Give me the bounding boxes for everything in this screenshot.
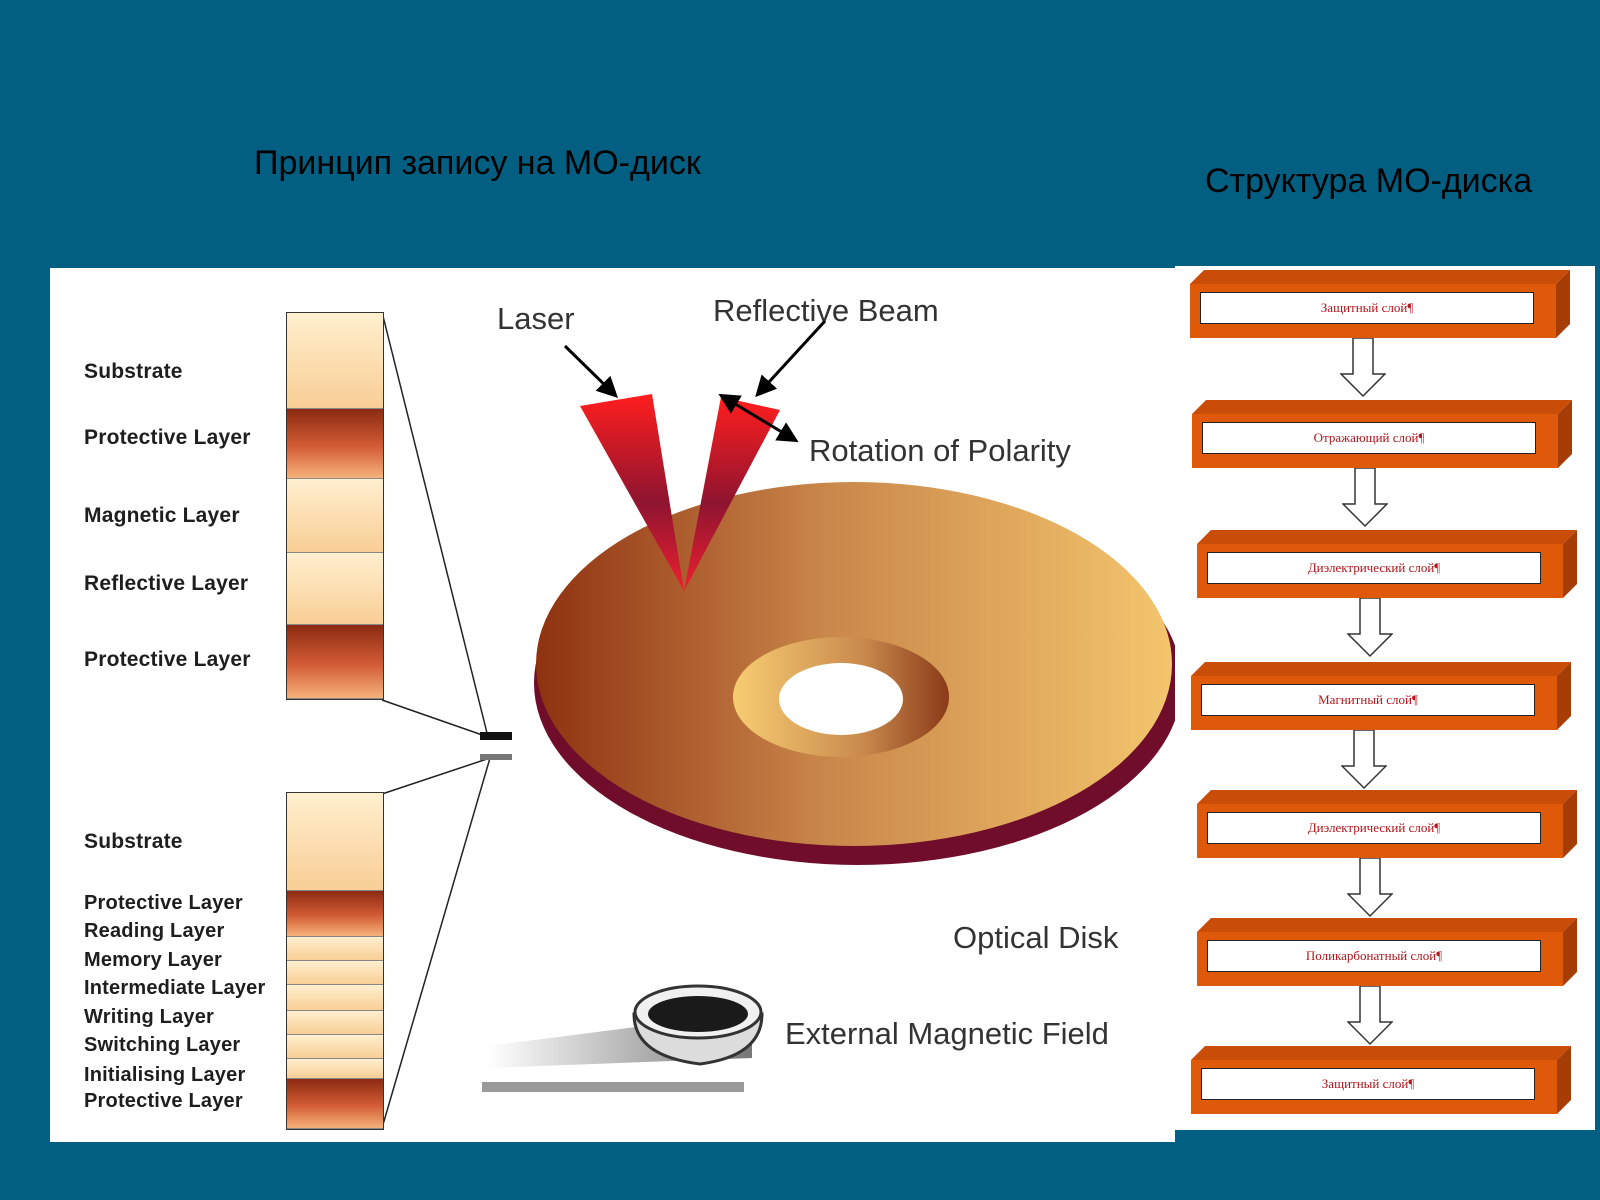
lower-layer-stack <box>286 792 384 1130</box>
laser-beam <box>580 394 684 591</box>
box-top-face <box>1197 790 1577 804</box>
leader-line <box>381 757 491 1129</box>
structure-layer-label: Отражающий слой¶ <box>1202 422 1536 454</box>
layer-label: Intermediate Layer <box>84 977 266 999</box>
structure-layer-box: Магнитный слой¶ <box>1191 662 1571 730</box>
disk-hole <box>779 663 903 735</box>
disk-structure-diagram: Защитный слой¶ Отражающий слой¶ Диэлектрич… <box>1175 266 1595 1130</box>
box-top-face <box>1191 1046 1571 1060</box>
box-side-face <box>1556 270 1570 338</box>
box-top-face <box>1197 530 1577 544</box>
box-top-face <box>1191 662 1571 676</box>
box-top-face <box>1197 918 1577 932</box>
recording-principle-diagram: Substrate Protective Layer Magnetic Laye… <box>50 268 1175 1142</box>
structure-layer-label: Защитный слой¶ <box>1201 1068 1535 1100</box>
box-side-face <box>1563 918 1577 986</box>
layer-label: Substrate <box>84 830 183 853</box>
box-top-face <box>1190 270 1570 284</box>
layer-label: Protective Layer <box>84 648 251 671</box>
layer-label: Initialising Layer <box>84 1064 246 1086</box>
structure-layer-box: Диэлектрический слой¶ <box>1197 790 1577 858</box>
layer-label: Reflective Layer <box>84 572 249 595</box>
layer-label: Writing Layer <box>84 1006 215 1028</box>
flow-arrow <box>1347 986 1393 1046</box>
rotation-of-polarity-arrow <box>718 393 799 443</box>
leader-line <box>381 311 489 738</box>
band-protective <box>287 891 383 937</box>
laser-label: Laser <box>497 301 575 336</box>
band-protective <box>287 409 383 479</box>
box-side-face <box>1563 790 1577 858</box>
reflective-beam-arrow <box>755 319 827 398</box>
external-magnetic-field-label: External Magnetic Field <box>785 1016 1109 1051</box>
disk-cross-section-marker <box>480 754 512 760</box>
disk-cross-section-marker <box>480 732 512 740</box>
magnetic-slab-base <box>482 1082 744 1092</box>
band-reflective <box>287 553 383 625</box>
flow-arrow <box>1347 598 1393 658</box>
band-reading <box>287 937 383 961</box>
band-intermediate <box>287 985 383 1011</box>
leader-line <box>381 699 489 738</box>
layer-label: Protective Layer <box>84 892 243 914</box>
structure-layer-label: Диэлектрический слой¶ <box>1207 812 1541 844</box>
magnet-dish-center <box>648 996 748 1032</box>
layer-label: Memory Layer <box>84 949 223 971</box>
box-side-face <box>1558 400 1572 468</box>
structure-layer-label: Диэлектрический слой¶ <box>1207 552 1541 584</box>
reflective-beam <box>684 397 780 591</box>
box-side-face <box>1563 530 1577 598</box>
slide-title-left: Принцип запису на МО-диск <box>254 144 701 182</box>
layer-label: Substrate <box>84 360 183 383</box>
structure-layer-box: Отражающий слой¶ <box>1192 400 1572 468</box>
band-memory <box>287 961 383 985</box>
layer-label: Magnetic Layer <box>84 504 240 527</box>
band-substrate <box>287 313 383 409</box>
flow-arrow <box>1341 730 1387 790</box>
upper-layer-stack <box>286 312 384 700</box>
slide-title-right: Структура МО-диска <box>1205 162 1533 200</box>
box-top-face <box>1192 400 1572 414</box>
structure-layer-box: Защитный слой¶ <box>1191 1046 1571 1114</box>
disk-illustration <box>381 311 1175 1129</box>
band-protective <box>287 625 383 699</box>
structure-layer-label: Защитный слой¶ <box>1200 292 1534 324</box>
flow-arrow <box>1340 338 1386 398</box>
band-writing <box>287 1011 383 1035</box>
layer-label: Switching Layer <box>84 1034 241 1056</box>
structure-layer-box: Диэлектрический слой¶ <box>1197 530 1577 598</box>
optical-disk-label: Optical Disk <box>953 920 1119 955</box>
band-substrate <box>287 793 383 891</box>
structure-layer-label: Магнитный слой¶ <box>1201 684 1535 716</box>
structure-layer-label: Поликарбонатный слой¶ <box>1207 940 1541 972</box>
band-switching <box>287 1035 383 1059</box>
layer-label: Reading Layer <box>84 920 225 942</box>
flow-arrow <box>1347 858 1393 918</box>
layer-label: Protective Layer <box>84 426 251 449</box>
rotation-of-polarity-label: Rotation of Polarity <box>809 433 1071 468</box>
box-side-face <box>1557 662 1571 730</box>
leader-line <box>381 757 491 795</box>
laser-arrow <box>563 344 618 398</box>
flow-arrow <box>1342 468 1388 528</box>
box-side-face <box>1557 1046 1571 1114</box>
band-initialising <box>287 1059 383 1079</box>
band-protective <box>287 1079 383 1129</box>
structure-layer-box: Защитный слой¶ <box>1190 270 1570 338</box>
band-magnetic <box>287 479 383 553</box>
layer-label: Protective Layer <box>84 1090 243 1112</box>
reflective-beam-label: Reflective Beam <box>713 293 939 328</box>
structure-layer-box: Поликарбонатный слой¶ <box>1197 918 1577 986</box>
